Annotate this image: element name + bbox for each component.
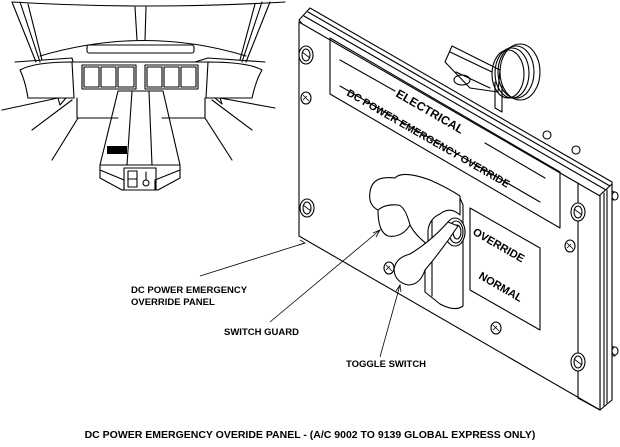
figure-caption: DC POWER EMERGENCY OVERIDE PANEL - (A/C …	[84, 429, 536, 441]
screw-bottom-center	[490, 321, 502, 335]
throttle-quadrant-marker	[107, 146, 127, 154]
windshield-top-frame	[11, 1, 286, 7]
callout-panel-line1: DC POWER EMERGENCY	[131, 285, 248, 296]
pedestal-control-box	[123, 167, 157, 191]
left-side-console	[19, 61, 75, 99]
placard-header-frame	[329, 37, 561, 229]
right-display-bezel	[144, 64, 199, 90]
screw-right-mid	[564, 239, 576, 253]
toggle-switch[interactable]	[393, 217, 466, 286]
screw-right-top	[570, 202, 586, 222]
screw-left-mid	[299, 198, 315, 218]
glareshield-top	[39, 40, 247, 57]
screw-top-left	[298, 45, 314, 65]
pedestal-knob	[142, 179, 150, 187]
display-5	[163, 66, 180, 88]
mounting-screws	[298, 45, 586, 372]
override-panel-detail: ELECTRICAL DC POWER EMERGENCY OVERRIDE O…	[199, 7, 619, 411]
screw-top-left-small	[300, 91, 312, 105]
display-3	[117, 66, 135, 88]
glareshield-panel	[86, 44, 195, 54]
glareshield-edge	[14, 57, 266, 63]
display-1	[83, 66, 100, 88]
panel-side-edge	[599, 183, 613, 411]
cockpit-overview	[1, 1, 286, 191]
display-6	[180, 66, 197, 88]
left-pillar	[11, 1, 43, 63]
right-side-console	[205, 61, 263, 99]
display-panels	[81, 64, 199, 90]
leader-panel	[199, 242, 306, 277]
lower-instrument-panel	[76, 97, 206, 119]
toggle-lever[interactable]	[393, 221, 459, 286]
left-display-bezel	[81, 64, 137, 90]
display-4	[146, 66, 163, 88]
callout-switch-guard: SWITCH GUARD	[224, 327, 299, 338]
callout-leaders	[199, 229, 402, 358]
right-floor-lines	[204, 97, 276, 161]
guard-cover[interactable]	[369, 173, 461, 246]
center-pedestal	[99, 90, 181, 191]
position-placard-frame	[469, 207, 541, 331]
display-2	[100, 66, 117, 88]
rear-connector	[444, 43, 541, 113]
placard-under-rule	[339, 85, 541, 203]
leader-switch-guard	[269, 229, 381, 323]
placard-header-rule	[339, 59, 546, 179]
left-floor-lines	[1, 97, 79, 161]
right-pillar	[239, 1, 271, 63]
callout-toggle-switch: TOGGLE SWITCH	[346, 359, 426, 370]
screw-guard	[383, 261, 395, 275]
connector-shell	[499, 43, 541, 101]
screw-right-bottom	[570, 352, 586, 372]
center-post	[134, 6, 147, 41]
callout-panel-line2: OVERRIDE PANEL	[131, 297, 215, 308]
leader-toggle-switch	[379, 284, 401, 358]
